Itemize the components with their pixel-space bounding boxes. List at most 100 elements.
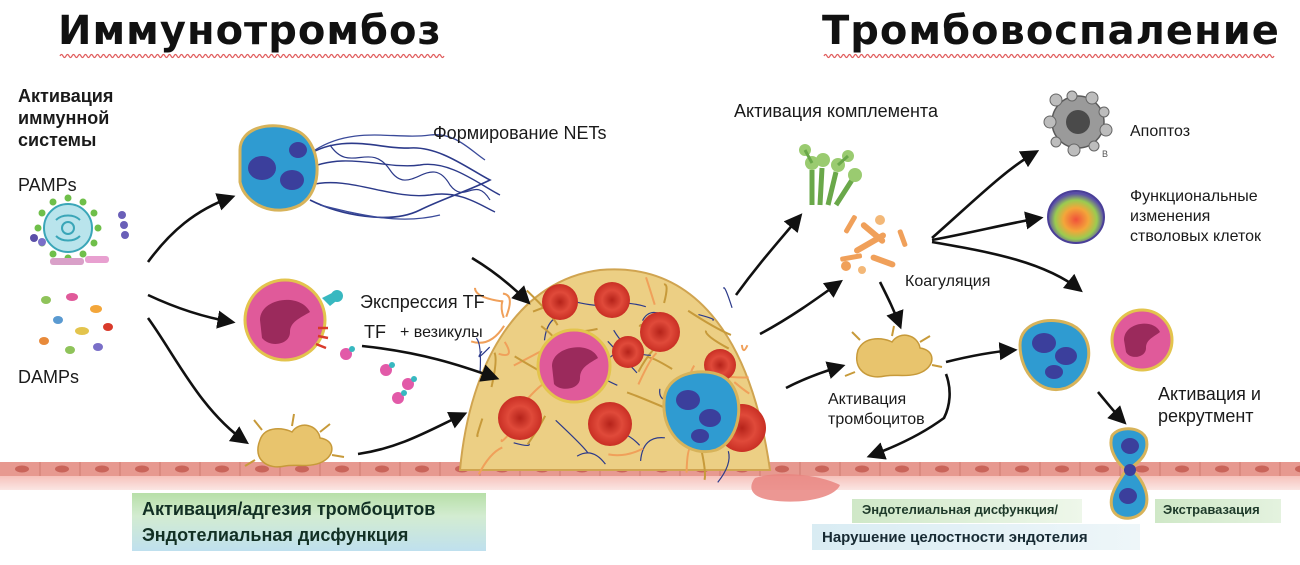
virus-spike xyxy=(94,224,102,232)
arrow-to-platelet-right xyxy=(785,361,846,390)
endothelial-nucleus xyxy=(215,465,229,473)
arrow-to-apoptosis xyxy=(931,150,1040,239)
endothelial-nucleus xyxy=(255,465,269,473)
endothelial-nucleus xyxy=(335,465,349,473)
apoptosis-mark: B xyxy=(1102,149,1108,159)
virus-spike xyxy=(38,209,46,217)
virus-spike xyxy=(90,209,98,217)
neutrophil-right xyxy=(1018,319,1091,391)
arrow-fibrin-platelet xyxy=(878,281,904,330)
label-damps: DAMPs xyxy=(18,367,80,387)
endothelial-nucleus xyxy=(1175,465,1189,473)
thrombus-fiber xyxy=(637,352,658,385)
thrombus-fiber xyxy=(500,300,505,319)
arrow-to-complement xyxy=(734,213,803,296)
thrombus-fiber xyxy=(473,287,504,303)
endothelial-nucleus xyxy=(95,465,109,473)
damp-particles xyxy=(39,293,113,354)
arrow-to-stem xyxy=(931,211,1044,242)
neutrophil-nets xyxy=(238,124,501,220)
endothelial-nucleus xyxy=(135,465,149,473)
label-apoptosis: Апоптоз xyxy=(1130,123,1191,140)
endothelial-nucleus xyxy=(855,465,869,473)
arrow-to-fibrin xyxy=(759,279,843,336)
label-complement: Активация комплемента xyxy=(734,101,938,121)
label-tf-expression: Экспрессия TF xyxy=(360,292,485,312)
thrombus-fiber xyxy=(498,341,510,357)
endothelium-layer xyxy=(0,462,1300,490)
endothelial-nucleus xyxy=(1095,465,1109,473)
label-stem-3: стволовых клеток xyxy=(1130,228,1261,245)
endothelial-nucleus xyxy=(775,465,789,473)
arrow-platelet-neutrophil xyxy=(945,342,1018,364)
label-platelet-activation-2: тромбоцитов xyxy=(828,411,925,428)
thrombus-fiber xyxy=(576,452,606,465)
endothelial-nucleus xyxy=(1135,465,1149,473)
tf-vesicles xyxy=(340,346,417,404)
band-mid-line-1: Эндотелиальная дисфункция/ xyxy=(862,502,1059,517)
label-stem-2: изменения xyxy=(1130,208,1211,225)
label-immune-activation-1: Активация xyxy=(18,86,114,106)
band-left-line-1: Активация/адгезия тромбоцитов xyxy=(142,499,436,519)
label-immune-activation-3: системы xyxy=(18,130,97,150)
virus-spike xyxy=(34,224,42,232)
arrow-platelet-thrombus xyxy=(357,411,468,456)
thrombus-fiber xyxy=(555,419,589,454)
virus-spike xyxy=(90,239,98,247)
arrow-nets-thrombus xyxy=(471,256,531,305)
endothelial-nucleus xyxy=(895,465,909,473)
label-stem-1: Функциональные xyxy=(1130,188,1258,205)
endothelial-nucleus xyxy=(15,465,29,473)
band-mid-line-2: Нарушение целостности эндотелия xyxy=(822,529,1088,546)
band-mid-bottom xyxy=(812,524,1140,550)
thrombus-fiber xyxy=(698,313,714,321)
thrombus-fiber xyxy=(663,283,668,304)
virus-spike xyxy=(79,198,87,206)
endothelial-nucleus xyxy=(375,465,389,473)
arrow-to-endothelium xyxy=(866,373,951,460)
apoptosis-icon: B xyxy=(1043,90,1113,159)
arrow-to-extravasation xyxy=(1097,391,1127,425)
endothelial-nucleus xyxy=(815,465,829,473)
endothelial-nucleus xyxy=(1215,465,1229,473)
arrow-to-neutrophil xyxy=(931,240,1083,293)
title-underline xyxy=(59,53,1275,59)
thrombus-fiber xyxy=(645,276,656,305)
band-left xyxy=(132,493,486,551)
label-activation-recruitment-1: Активация и xyxy=(1158,384,1261,404)
endothelial-nucleus xyxy=(935,465,949,473)
arrow-to-platelet xyxy=(146,317,249,445)
title-immunothrombosis: Иммунотромбоз xyxy=(58,8,442,54)
arrow-to-nets xyxy=(146,193,236,263)
endothelial-nucleus xyxy=(975,465,989,473)
extravasating-neutrophil xyxy=(1109,427,1149,520)
endothelial-nucleus xyxy=(1055,465,1069,473)
complement-icon xyxy=(799,144,862,207)
band-right-label: Экстравазация xyxy=(1163,502,1260,517)
thrombus-fiber xyxy=(476,418,484,438)
thrombus-fiber xyxy=(740,344,749,352)
endothelial-nucleus xyxy=(1015,465,1029,473)
endothelial-nucleus xyxy=(55,465,69,473)
title-thromboinflammation: Тромбовоспаление xyxy=(822,8,1280,54)
arrow-tf-thrombus xyxy=(361,344,500,382)
virus-spike xyxy=(49,198,57,206)
virus-spike xyxy=(79,250,87,258)
pamp-particles xyxy=(30,211,129,265)
activated-platelet-right xyxy=(844,325,943,378)
thrombus-fiber xyxy=(704,330,730,350)
endothelial-damage xyxy=(751,474,840,502)
thrombus-fiber xyxy=(733,381,750,395)
thrombus-fiber xyxy=(717,450,730,483)
thrombus xyxy=(458,268,772,483)
band-right xyxy=(1155,499,1281,523)
band-left-line-2: Эндотелиальная дисфункция xyxy=(142,525,409,545)
label-tf: TF xyxy=(364,322,386,342)
arrow-to-monocyte xyxy=(147,293,236,329)
thrombus-fiber xyxy=(722,287,733,309)
thrombus-fiber xyxy=(687,309,732,336)
thrombus-fiber xyxy=(608,447,644,457)
arrows xyxy=(146,150,1127,460)
stem-cell-icon xyxy=(1047,190,1105,244)
thrombus-fiber xyxy=(647,356,673,370)
